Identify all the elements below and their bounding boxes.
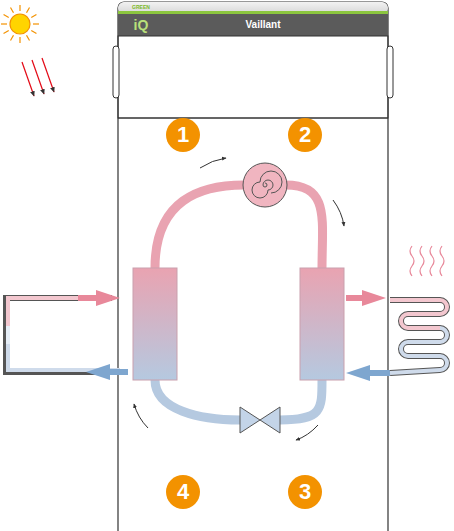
sun-symbol [1,5,39,43]
source-pipe [6,290,128,380]
compressor [243,163,287,207]
condenser [300,268,344,380]
expansion-valve [240,407,280,433]
callout-number: 4 [177,481,189,503]
compressor-spiral [252,171,282,198]
brand-line: GREEN [132,5,150,10]
handle [113,46,119,98]
flow-arrows [134,158,344,440]
floor-heating [346,290,447,381]
brand-logo: Vaillant [245,20,280,30]
heat-waves [410,246,444,276]
handle [387,46,393,98]
callout-number: 1 [177,124,189,146]
radiation-arrows [22,58,54,96]
callout-discs [166,118,322,509]
panel-seam [118,118,388,119]
green-strip [118,11,388,14]
refrigerant-circuit [155,185,323,420]
control-panel [118,14,388,36]
housing [118,2,388,531]
brand-logo: iQ [134,18,149,32]
top-cap [118,2,388,14]
upper-panel [118,36,388,118]
callout-number: 2 [299,124,311,146]
evaporator [133,268,177,380]
callout-number: 3 [299,481,311,503]
